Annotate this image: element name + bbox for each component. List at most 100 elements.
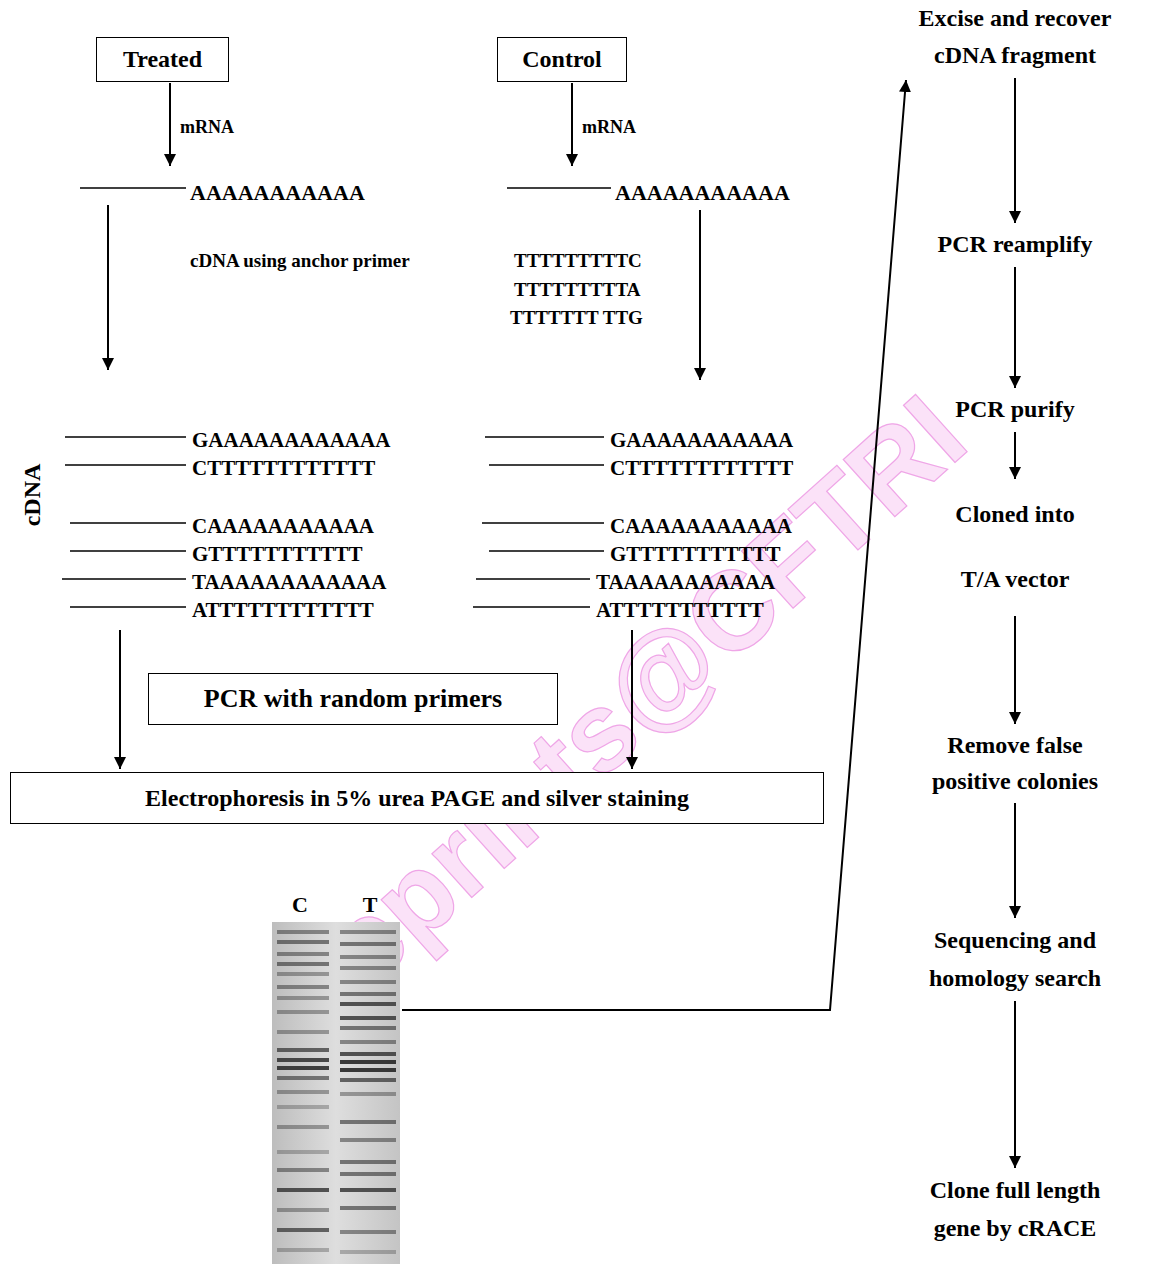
flow-arrow — [1014, 432, 1016, 479]
gel-background — [272, 922, 400, 1264]
gel-band — [277, 1076, 329, 1080]
note-text: cDNA using anchor primer — [190, 251, 410, 272]
flow-arrow — [1014, 803, 1016, 918]
gel-band — [277, 1188, 329, 1192]
gel-band — [277, 940, 329, 944]
flow-arrow — [119, 630, 121, 769]
gel-band — [277, 930, 329, 934]
node-text: Electrophoresis in 5% urea PAGE and silv… — [145, 784, 689, 813]
gel-band — [277, 1125, 329, 1129]
gel-band — [277, 1048, 329, 1052]
process-box: Electrophoresis in 5% urea PAGE and silv… — [10, 772, 824, 824]
primer-sequence: TTTTTTTTTC — [514, 251, 642, 272]
node-text: Cloned into T/A vector — [940, 482, 1090, 612]
step-text: Excise and recover cDNA fragment — [895, 0, 1135, 74]
process-box: PCR with random primers — [148, 673, 558, 725]
gel-band — [277, 1248, 329, 1252]
cdna-sequence: CTTTTTTTTTTTT — [192, 457, 375, 480]
gel-band — [277, 985, 329, 989]
flow-arrow — [1014, 1001, 1016, 1168]
gel-band — [277, 996, 329, 1000]
cdna-sequence: CTTTTTTTTTTTT — [610, 457, 793, 480]
cdna-sequence: CAAAAAAAAAAA — [610, 515, 792, 538]
gel-band — [340, 1092, 396, 1096]
mrna-strand — [80, 187, 186, 189]
cdna-sequence: GAAAAAAAAAAAA — [192, 429, 390, 452]
flow-arrow — [571, 83, 573, 166]
cdna-sequence: TAAAAAAAAAAAA — [192, 571, 386, 594]
cdna-sequence: CAAAAAAAAAAA — [192, 515, 374, 538]
flow-arrow — [699, 210, 701, 380]
primer-sequence: TTTTTTT TTG — [510, 308, 643, 329]
cdna-sequence: ATTTTTTTTTTT — [596, 599, 764, 622]
gel-band — [277, 1150, 329, 1154]
gel-band — [340, 1068, 396, 1072]
gel-band — [340, 1138, 396, 1142]
gel-band — [340, 1188, 396, 1192]
gel-band — [277, 1208, 329, 1212]
cdna-strand — [489, 464, 604, 466]
gel-band — [340, 955, 396, 959]
flow-arrow — [631, 630, 633, 769]
gel-band — [277, 1090, 329, 1094]
cdna-strand — [70, 606, 186, 608]
cdna-strand — [485, 436, 604, 438]
gel-band — [340, 942, 396, 946]
step-text: PCR reamplify — [895, 226, 1135, 263]
flow-arrow — [169, 83, 171, 166]
primer-sequence: TTTTTTTTTA — [514, 280, 640, 301]
cdna-sequence: GAAAAAAAAAAA — [610, 429, 793, 452]
gel-band — [340, 1230, 396, 1234]
axis-label: cDNA — [19, 464, 45, 527]
flow-arrow — [107, 205, 109, 370]
gel-band — [340, 1120, 396, 1124]
node-text: Remove false positive colonies — [915, 727, 1115, 799]
cdna-sequence: GTTTTTTTTTTT — [610, 543, 780, 566]
cdna-strand — [489, 550, 604, 552]
cdna-strand — [70, 522, 186, 524]
cdna-strand — [70, 550, 186, 552]
gel-band — [340, 930, 396, 934]
node-text: Clone full length gene by cRACE — [915, 1171, 1115, 1247]
node-text: PCR reamplify — [895, 226, 1135, 263]
lane-label: T — [363, 893, 378, 917]
cdna-sequence: TAAAAAAAAAAA — [596, 571, 775, 594]
gel-band — [340, 1026, 396, 1030]
gel-band — [340, 1052, 396, 1056]
node-text: Sequencing and homology search — [915, 921, 1115, 997]
step-text: PCR purify — [895, 391, 1135, 428]
gel-image — [272, 922, 400, 1264]
gel-band — [340, 966, 396, 970]
gel-band — [340, 1160, 396, 1164]
node-text: Treated — [123, 45, 202, 74]
gel-band — [277, 952, 329, 956]
gel-band — [340, 1250, 396, 1254]
gel-band — [277, 1058, 329, 1062]
step-text: Cloned into T/A vector — [940, 482, 1090, 612]
gel-band — [340, 1206, 396, 1210]
node-text: Excise and recover cDNA fragment — [895, 0, 1135, 74]
flow-arrow — [1014, 78, 1016, 223]
arrow-label: mRNA — [582, 118, 636, 138]
flow-arrow — [1014, 267, 1016, 388]
gel-band — [277, 962, 329, 966]
sequence-text: AAAAAAAAAAA — [615, 181, 790, 205]
cdna-strand — [65, 464, 186, 466]
gel-band — [340, 1172, 396, 1176]
mrna-strand — [507, 187, 611, 189]
step-text: Remove false positive colonies — [915, 727, 1115, 799]
gel-band — [277, 1066, 329, 1070]
node-text: PCR purify — [895, 391, 1135, 428]
step-text: Sequencing and homology search — [915, 921, 1115, 997]
cdna-strand — [476, 578, 590, 580]
arrow-label: mRNA — [180, 118, 234, 138]
sample-box: Control — [497, 37, 627, 82]
flow-arrow — [1014, 616, 1016, 724]
gel-band — [340, 992, 396, 996]
cdna-strand — [65, 436, 186, 438]
gel-band — [340, 980, 396, 984]
gel-band — [277, 1030, 329, 1034]
